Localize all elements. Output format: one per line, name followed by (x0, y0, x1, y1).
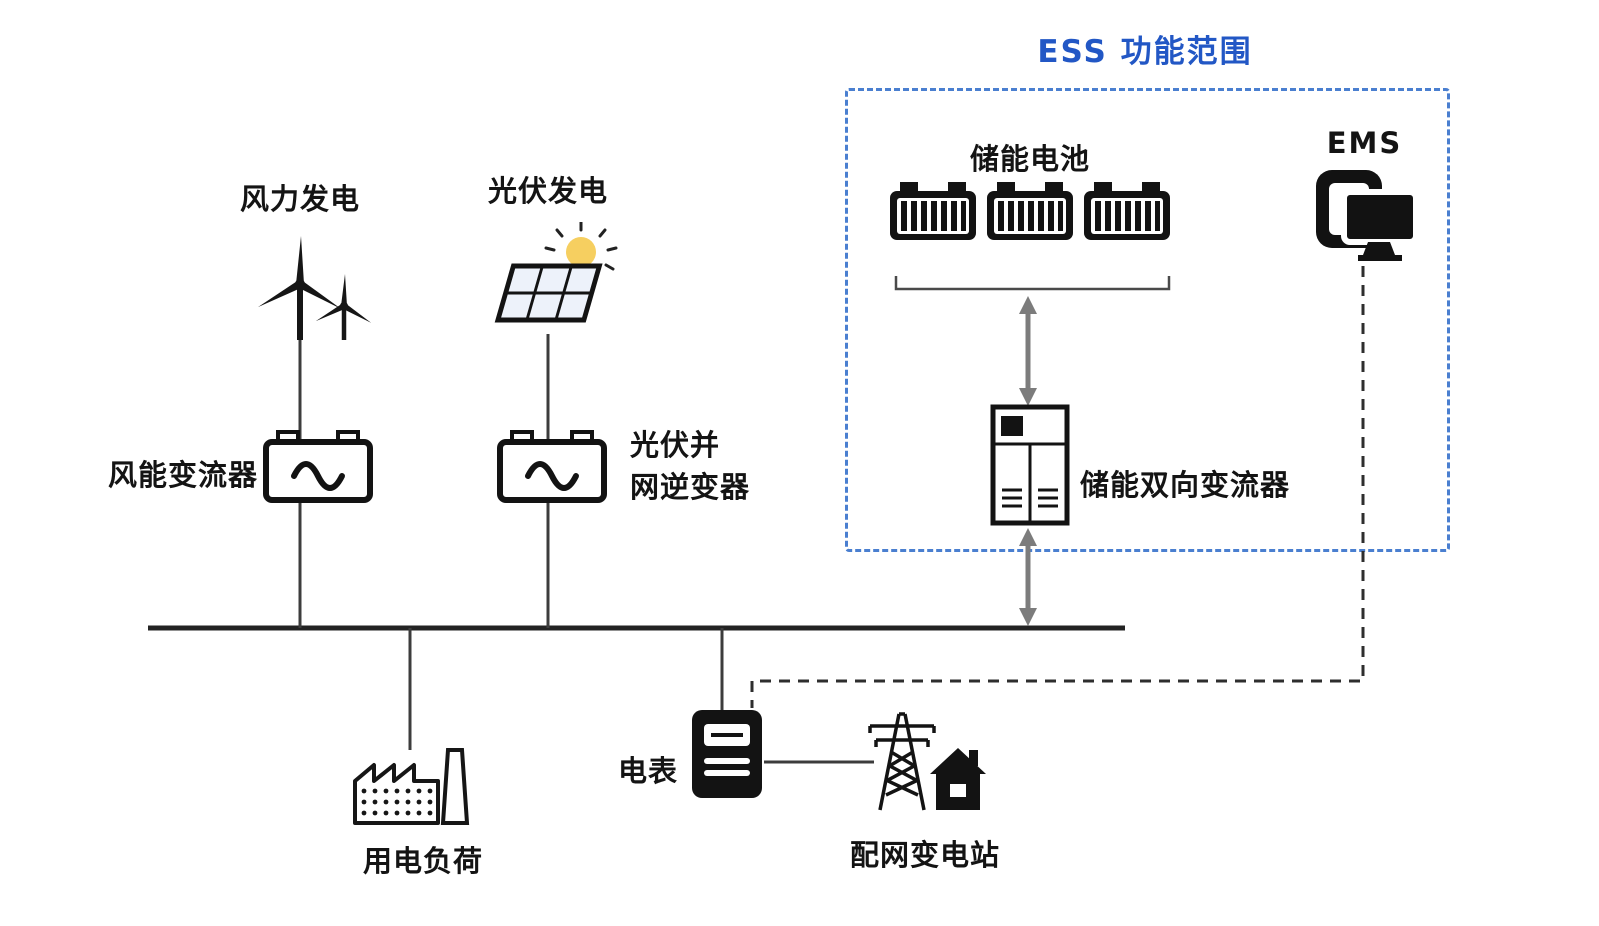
battery-bracket (894, 276, 1171, 291)
diagram-title: ESS 功能范围 (1037, 34, 1253, 70)
converter-bus-arrow (1019, 528, 1037, 626)
load-label: 用电负荷 (362, 844, 483, 878)
wind-converter-icon (263, 430, 373, 503)
ems-computer-icon (1316, 170, 1419, 261)
pv-generation-label: 光伏发电 (487, 174, 608, 208)
storage-battery-label: 储能电池 (969, 142, 1090, 176)
battery-module-icon (987, 182, 1073, 240)
transmission-tower-icon (868, 712, 936, 811)
solar-panel-icon (494, 222, 618, 323)
pv-inverter-label-line1: 光伏并 (630, 428, 721, 462)
battery-module-icon (1084, 182, 1170, 240)
wind-turbine-icon (257, 236, 372, 340)
pv-inverter-label: 光伏并 网逆变器 (630, 424, 800, 508)
factory-icon (353, 748, 470, 825)
battery-module-icon (890, 182, 976, 240)
pv-inverter-icon (497, 430, 607, 503)
ems-label: EMS (1326, 126, 1403, 160)
bidirectional-converter-label: 储能双向变流器 (1080, 468, 1291, 502)
converter-cabinet-icon (990, 404, 1070, 526)
sun-icon (544, 222, 618, 271)
wind-converter-label: 风能变流器 (107, 458, 258, 492)
meter-label: 电表 (617, 754, 678, 788)
ess-scope-boundary (845, 88, 1450, 552)
battery-converter-arrow (1019, 296, 1037, 406)
wind-generation-label: 风力发电 (239, 182, 360, 216)
energy-meter-icon (692, 710, 762, 798)
substation-label: 配网变电站 (849, 838, 1000, 872)
substation-icon (868, 712, 986, 811)
house-icon (930, 748, 986, 810)
pv-inverter-label-line2: 网逆变器 (630, 470, 751, 504)
